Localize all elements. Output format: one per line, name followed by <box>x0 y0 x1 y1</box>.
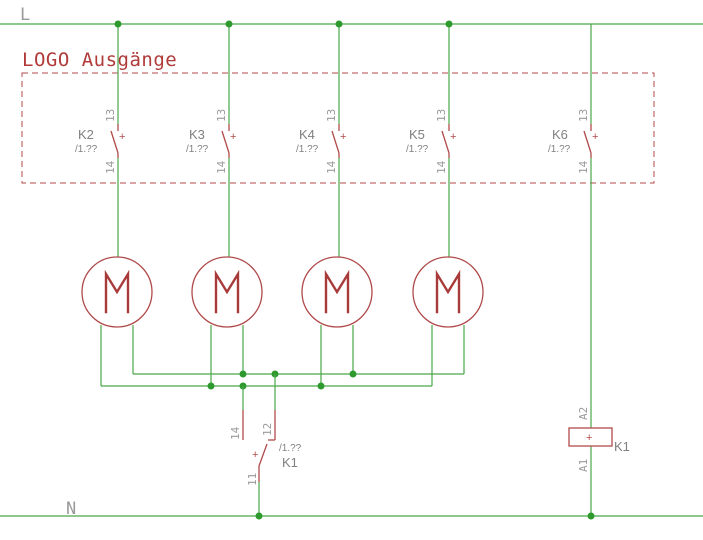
contact-k2[interactable]: + 13 14 K2 /1.?? <box>75 109 126 174</box>
junction-dot <box>207 382 215 390</box>
contact-k4[interactable]: + 13 14 K4 /1.?? <box>296 109 347 174</box>
junction-dot <box>225 20 233 28</box>
contact-k6-ref: /1.?? <box>548 144 571 155</box>
relay-coil-k1[interactable]: + A2 A1 K1 <box>568 407 630 472</box>
contact-k3-ref: /1.?? <box>186 144 209 155</box>
motor-4[interactable]: M <box>412 256 484 328</box>
svg-text:+: + <box>592 131 598 143</box>
svg-text:+: + <box>340 131 346 143</box>
contact-k2-name: K2 <box>78 127 94 142</box>
logo-outputs-frame <box>21 72 655 184</box>
junction-dot <box>349 370 357 378</box>
coil-name: K1 <box>614 439 630 454</box>
svg-text:+: + <box>230 131 236 143</box>
motor-3[interactable]: M <box>301 256 373 328</box>
coil-pin-bottom: A1 <box>577 459 590 472</box>
svg-text:+: + <box>252 449 258 461</box>
changeover-contact-k1[interactable]: + 14 12 11 /1.?? K1 <box>229 410 302 486</box>
junction-dot <box>114 20 122 28</box>
contact-k6-pin-bottom: 14 <box>577 160 590 174</box>
rail-n-label: N <box>66 499 76 519</box>
coil-pin-top: A2 <box>577 407 590 420</box>
motor-2[interactable]: M <box>191 256 263 328</box>
contact-k3[interactable]: + 13 14 K3 /1.?? <box>186 109 237 174</box>
contact-k3-pin-bottom: 14 <box>215 160 228 174</box>
junction-dot <box>317 382 325 390</box>
k1-pin-common: 11 <box>246 473 259 486</box>
contact-k4-pin-bottom: 14 <box>325 160 338 174</box>
contact-k2-pin-bottom: 14 <box>104 160 117 174</box>
contact-k5-name: K5 <box>409 127 425 142</box>
contact-k5-ref: /1.?? <box>406 144 429 155</box>
motor-1[interactable]: M <box>81 256 153 328</box>
contact-k4-name: K4 <box>299 127 315 142</box>
junction-dot <box>335 20 343 28</box>
k1-contact-ref: /1.?? <box>279 443 302 454</box>
contact-k6-pin-top: 13 <box>577 109 590 122</box>
junction-dot <box>587 512 595 520</box>
junction-dot <box>255 512 263 520</box>
contact-k2-pin-top: 13 <box>104 109 117 122</box>
contact-k4-pin-top: 13 <box>325 109 338 122</box>
contact-k5-pin-bottom: 14 <box>435 160 448 174</box>
contact-k4-ref: /1.?? <box>296 144 319 155</box>
group-title: LOGO Ausgänge <box>22 49 177 71</box>
contact-k6-name: K6 <box>552 127 568 142</box>
junction-dot <box>239 370 247 378</box>
junction-dot <box>445 20 453 28</box>
k1-pin-no: 14 <box>229 426 242 440</box>
rail-l-label: L <box>20 5 30 25</box>
k1-contact-name: K1 <box>282 455 298 470</box>
k1-pin-nc: 12 <box>261 423 274 436</box>
contact-k5[interactable]: + 13 14 K5 /1.?? <box>406 109 457 174</box>
coil-mark: + <box>586 432 592 444</box>
contact-k3-name: K3 <box>189 127 205 142</box>
contact-k6[interactable]: + 13 14 K6 /1.?? <box>548 109 599 174</box>
contact-k2-ref: /1.?? <box>75 144 98 155</box>
contact-k5-pin-top: 13 <box>435 109 448 122</box>
svg-text:+: + <box>450 131 456 143</box>
svg-text:+: + <box>119 131 125 143</box>
contact-k3-pin-top: 13 <box>215 109 228 122</box>
